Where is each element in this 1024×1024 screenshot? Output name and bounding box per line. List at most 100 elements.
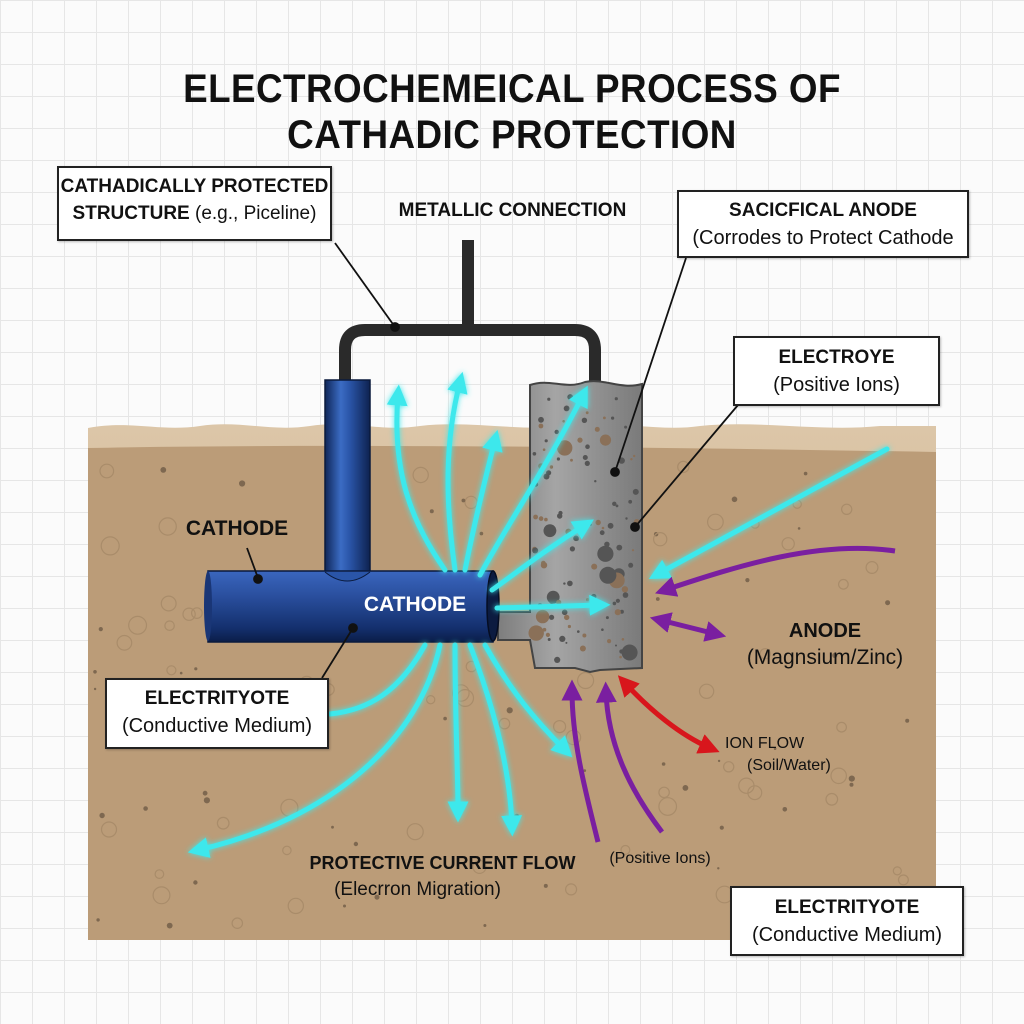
soil-particle [897,874,909,886]
label-protective-current: PROTECTIVE CURRENT FLOW (Elecrron Migrat… [300,850,585,904]
corrosion-pit [612,501,617,506]
corrosion-pit [628,562,634,568]
corrosion-pit [582,455,588,460]
soil-particle [194,667,198,671]
corrosion-pit [607,522,614,529]
corrosion-pit [615,644,617,647]
corrosion-pit [586,598,590,602]
label-electrolyte-right-desc: (Conductive Medium) [751,924,943,946]
corrosion-pit [579,645,586,652]
ion-arrow [655,545,896,597]
label-ion-flow-title: ION FLOW [725,735,805,752]
ion-arrow [595,681,664,834]
label-anode-material: ANODE (Magnsium/Zinc) [735,618,915,672]
corrosion-pit [562,420,565,423]
corrosion-pit [619,655,622,659]
soil-particle [464,495,478,510]
soil-particle [193,880,198,885]
soil-particle [406,823,424,841]
soil-particle [719,825,724,830]
corrosion-pit [567,580,573,587]
corrosion-pit [544,517,548,522]
corrosion-pit [599,434,612,446]
title-line-1: ELECTROCHEMEICAL PROCESS OF [183,67,841,111]
corrosion-pit [615,598,621,603]
label-electrolyte-ions-desc: (Positive Ions) [773,374,900,396]
corrosion-pit [615,504,619,508]
soil-particle [99,812,105,819]
current-arrow [648,446,890,580]
soil-particle [661,762,666,766]
soil-particle [543,883,548,888]
soil-particle [160,595,177,612]
soil-particle [677,460,690,474]
soil-particle [738,777,755,794]
soil-particle [374,894,380,900]
soil-particle [885,600,891,606]
soil-particle [179,671,183,675]
soil-particle [100,536,120,556]
soil-particle [93,670,97,674]
corrosion-pit [556,457,561,461]
soil-particle [239,480,246,487]
corrosion-pit [564,614,570,621]
label-protected-structure-example: (e.g., Piceline) [195,203,317,224]
soil-particle [166,665,177,676]
corrosion-pit [614,609,621,616]
metallic-connection-wire [339,240,601,385]
label-electrolyte-left-title: ELECTRITYOTE [144,688,290,709]
soil-particle [658,797,678,816]
soil-particle [452,684,470,702]
corrosion-pit [559,635,566,643]
label-ion-flow-desc: (Soil/Water) [747,757,831,774]
soil-particle [803,471,808,476]
soil-particle [723,761,735,773]
soil-particle [707,513,724,531]
label-electrolyte-ions: ELECTROYE (Positive Ions) [733,336,940,406]
label-electrolyte-left: ELECTRITYOTE (Conductive Medium) [105,678,329,749]
corrosion-pit [532,547,539,554]
corrosion-pit [528,625,544,641]
soil-particle [96,918,100,922]
soil-particle [682,785,689,791]
label-electrolyte-left-desc: (Conductive Medium) [121,715,313,737]
protective-current-arrows [187,371,890,858]
current-arrow [327,642,428,717]
corrosion-pit [543,524,557,538]
soil-particle [152,886,171,905]
soil-particle [216,816,230,830]
corrosion-pit [554,656,561,664]
soil-particle [190,607,203,619]
corrosion-pit [604,541,610,547]
corrosion-pit [567,394,574,400]
soil-particle [331,825,334,829]
soil-particle [717,867,720,870]
soil-particle [731,496,738,503]
ion-arrow [561,679,601,843]
corrosion-pit [591,593,597,600]
corrosion-pit [619,609,624,614]
label-sacrificial-anode-desc: (Corrodes to Protect Cathode [692,227,954,249]
current-arrow [462,429,503,573]
soil-particle [426,695,436,705]
corrosion-pit [589,523,592,526]
soil-particle [848,775,855,782]
soil-particle [905,718,910,723]
corrosion-pit [565,641,568,644]
corrosion-pit [577,437,583,443]
corrosion-pit [584,460,590,466]
soil-particle [552,719,567,734]
soil-particle [838,578,849,590]
corrosion-pit [622,592,629,598]
soil-particle [282,845,292,856]
corrosion-pit [549,614,555,620]
soil-particle [483,924,487,927]
soil-particle [99,463,115,479]
soil-particle [849,782,854,787]
soil-particle [498,717,511,730]
corrosion-pit [599,530,605,536]
label-ion-flow: ION FLOW (Soil/Water) [725,733,855,777]
current-arrow [477,385,588,578]
current-arrow [494,594,611,616]
soil-particle [443,716,447,721]
